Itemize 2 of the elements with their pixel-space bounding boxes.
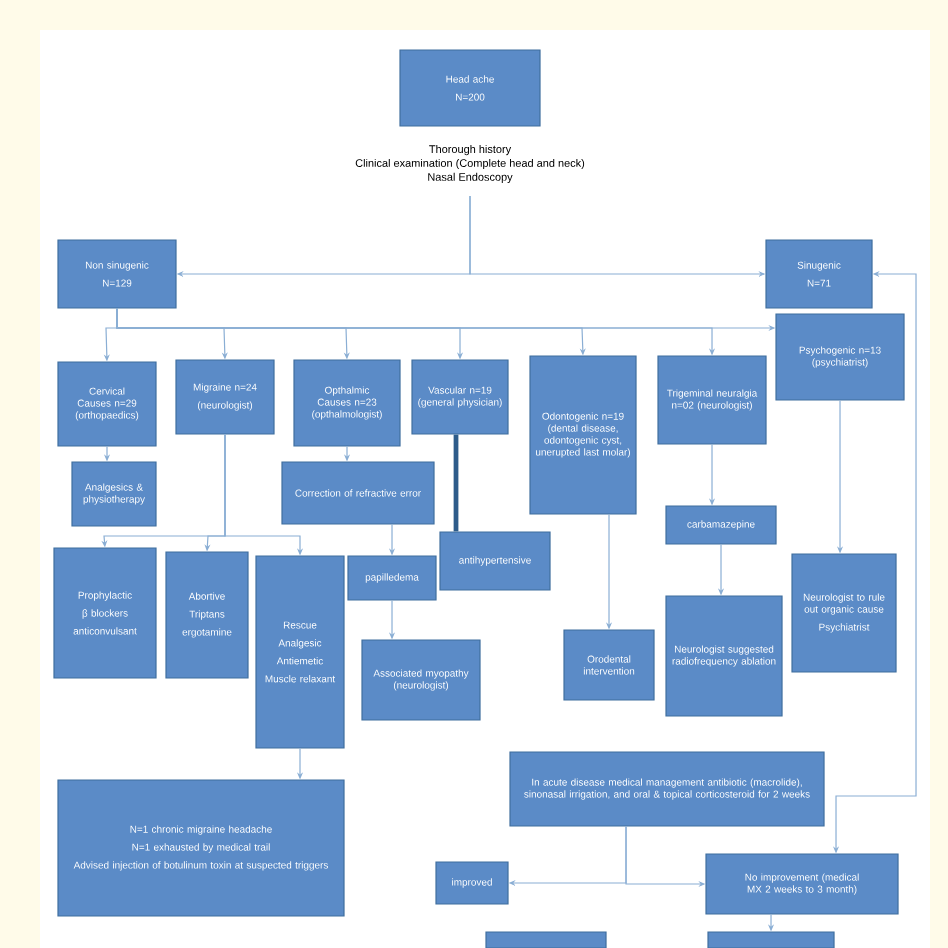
empty-box	[707, 931, 835, 948]
empty-box	[485, 931, 607, 948]
